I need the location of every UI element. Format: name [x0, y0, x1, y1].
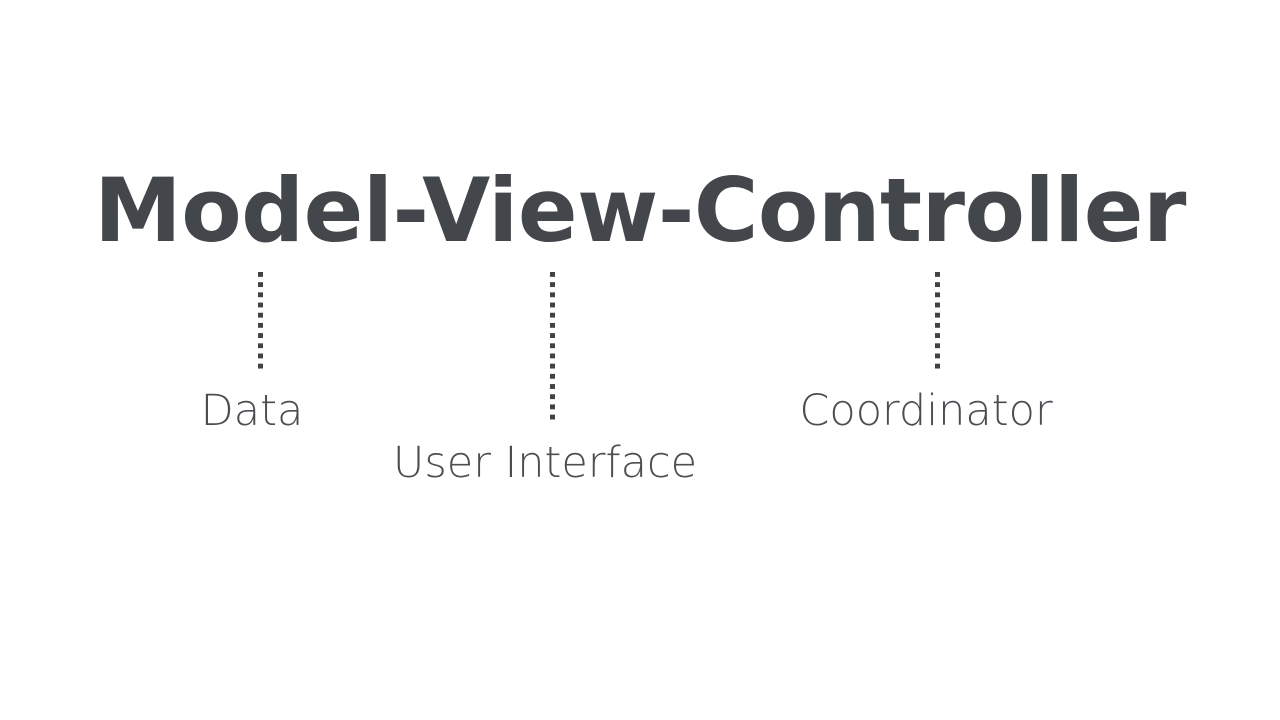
- label-controller-meaning: Coordinator: [799, 386, 1053, 436]
- label-view-meaning: User Interface: [392, 438, 698, 488]
- connector-controller-to-coordinator: [935, 272, 940, 369]
- page-title: Model-View-Controller: [94, 159, 1186, 262]
- label-model-meaning: Data: [200, 386, 304, 436]
- connector-model-to-data: [258, 272, 263, 369]
- connector-view-to-user-interface: [550, 272, 555, 420]
